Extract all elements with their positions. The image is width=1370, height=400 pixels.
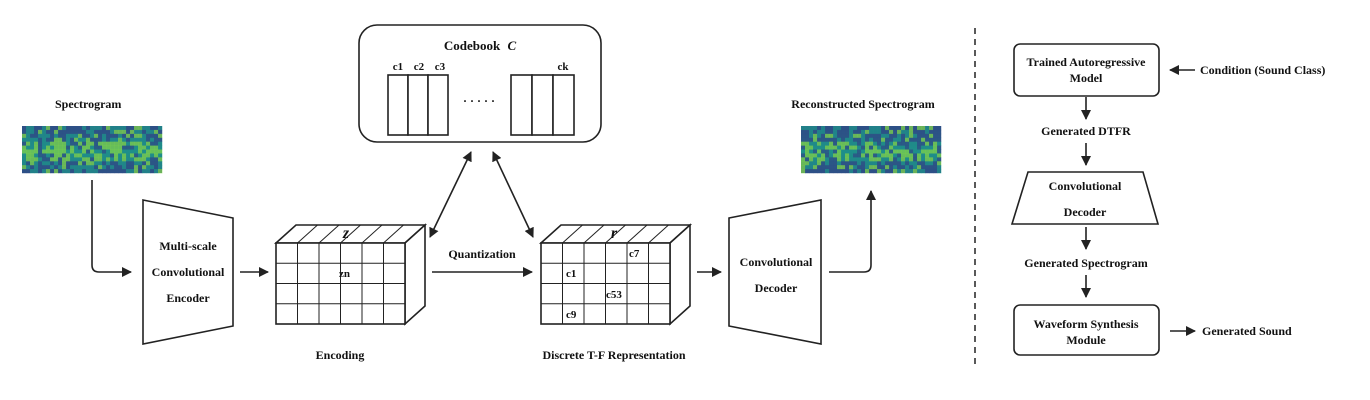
decoder-line-1: Convolutional: [740, 255, 813, 269]
r-symbol: r: [611, 225, 618, 242]
encoder-line-2: Convolutional: [152, 265, 225, 279]
r-cell-c53: c53: [606, 289, 622, 301]
codebook-symbol: C: [507, 38, 516, 53]
r-cell-c7: c7: [629, 248, 640, 260]
r-cell-c9: c9: [566, 309, 577, 321]
convolutional-decoder: Convolutional Decoder: [728, 199, 822, 345]
codebook-ellipsis: · · · · ·: [463, 94, 495, 108]
arrow-spectrogram-to-encoder: [91, 180, 132, 277]
arrow-codebook-z: [429, 151, 472, 238]
encoder-line-3: Encoder: [166, 291, 210, 305]
right-decoder-trapezoid: Convolutional Decoder: [1010, 171, 1160, 225]
codebook-entry-c3: c3: [435, 61, 446, 73]
ar-model-line-2: Model: [1070, 71, 1103, 85]
z-symbol: z: [342, 225, 350, 242]
waveform-line-1: Waveform Synthesis: [1034, 317, 1139, 331]
right-decoder-line-1: Convolutional: [1049, 179, 1122, 193]
dtfr-label: Discrete T-F Representation: [542, 348, 685, 362]
z-cell-zn: zn: [339, 268, 350, 280]
waveform-line-2: Module: [1066, 333, 1106, 347]
quantization-label: Quantization: [448, 247, 516, 261]
reconstructed-label: Reconstructed Spectrogram: [791, 97, 934, 111]
arrow-codebook-r: [492, 151, 534, 238]
input-spectrogram-image: [22, 126, 163, 174]
multiscale-encoder: Multi-scale Convolutional Encoder: [142, 199, 234, 345]
codebook-title: Codebook: [444, 38, 501, 53]
generated-sound-label: Generated Sound: [1202, 324, 1292, 338]
r-discrete-cube: r c7 c1 c53 c9: [538, 223, 693, 326]
right-decoder-line-2: Decoder: [1064, 205, 1107, 219]
spectrogram-label: Spectrogram: [55, 97, 121, 111]
encoder-line-1: Multi-scale: [159, 239, 217, 253]
codebook-entry-c2: c2: [414, 61, 425, 73]
codebook-entry-ck: ck: [558, 61, 570, 73]
codebook-entry-c1: c1: [393, 61, 403, 73]
autoregressive-model-box: Trained Autoregressive Model: [1013, 43, 1160, 97]
z-encoding-cube: z zn: [273, 223, 428, 326]
codebook-title-line: Codebook C: [444, 38, 517, 53]
condition-label: Condition (Sound Class): [1200, 63, 1325, 77]
ar-model-line-1: Trained Autoregressive: [1027, 55, 1147, 69]
reconstructed-spectrogram-image: [801, 126, 942, 174]
codebook: Codebook C c1 c2 c3 ck · · · · ·: [358, 24, 602, 143]
decoder-line-2: Decoder: [755, 281, 798, 295]
encoding-label: Encoding: [316, 348, 365, 362]
r-cell-c1: c1: [566, 268, 576, 280]
arrow-decoder-to-output: [829, 190, 876, 273]
generated-spectrogram-label: Generated Spectrogram: [1024, 256, 1147, 270]
waveform-synthesis-box: Waveform Synthesis Module: [1013, 304, 1160, 356]
generated-dtfr-label: Generated DTFR: [1041, 124, 1131, 138]
